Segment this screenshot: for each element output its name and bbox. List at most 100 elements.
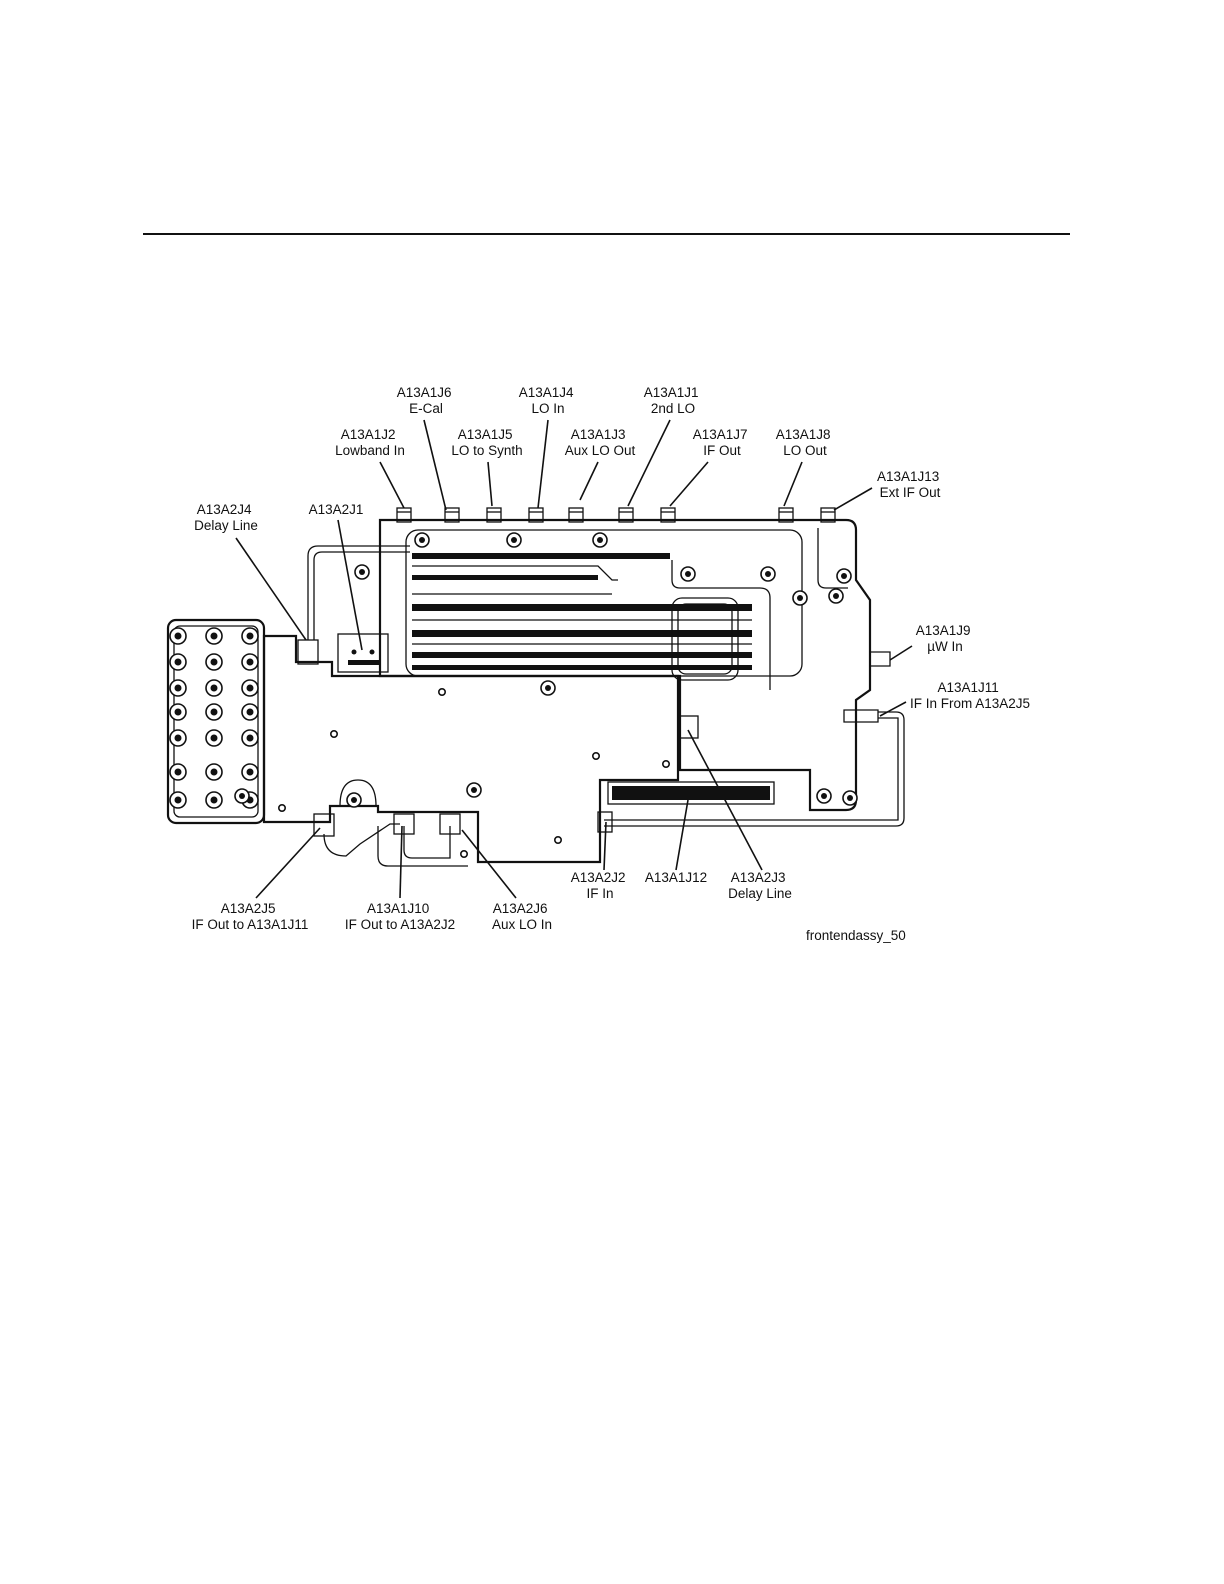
leader-a13a2j6 (461, 829, 517, 899)
left-block-connector-center (210, 708, 218, 716)
left-block-connector-center (246, 658, 254, 666)
delay-line-cable (307, 545, 410, 640)
leader-a13a1j1 (627, 419, 671, 507)
mounting-screw-center (685, 571, 691, 577)
top-sma-connector (486, 507, 502, 523)
mounting-screw-center (239, 793, 245, 799)
leader-a13a2j5 (255, 827, 321, 899)
a13a2j5-connector (313, 813, 335, 837)
top-sma-connector (618, 507, 634, 523)
mounting-screw-center (821, 793, 827, 799)
mounting-screw-center (359, 569, 365, 575)
top-sma-connector (568, 507, 584, 523)
top-connectors (396, 507, 836, 523)
lower-cable-2 (377, 826, 468, 867)
a13a1j11-connector (843, 709, 879, 723)
label-a13a2j4: A13A2J4 Delay Line (194, 502, 258, 533)
label-a13a1j13: A13A1J13 Ext IF Out (877, 469, 943, 500)
leader-a13a1j2 (379, 461, 405, 509)
leader-a13a1j5 (487, 461, 493, 507)
leader-a13a1j4 (537, 419, 549, 509)
mounting-screw-center (841, 573, 847, 579)
label-a13a1j5: A13A1J5 LO to Synth (451, 427, 522, 458)
left-block-connector-center (174, 658, 182, 666)
lower-plate-outline (262, 634, 680, 864)
mounting-screw-center (847, 795, 853, 801)
mounting-screw-center (511, 537, 517, 543)
label-a13a1j12: A13A1J12 (645, 870, 707, 885)
label-a13a1j2: A13A1J2 Lowband In (335, 427, 405, 458)
housing-right-wall (817, 528, 848, 589)
plate-hole (277, 803, 286, 812)
leader-a13a2j4 (235, 537, 307, 641)
left-block-connector-center (210, 632, 218, 640)
leader-a13a1j3 (579, 461, 599, 501)
label-a13a1j10: A13A1J10 IF Out to A13A2J2 (345, 901, 455, 932)
right-cable-loop (604, 711, 905, 827)
left-block-connector-center (246, 768, 254, 776)
label-a13a1j6: A13A1J6 E-Cal (397, 385, 456, 416)
label-a13a2j5: A13A2J5 IF Out to A13A1J11 (192, 901, 309, 932)
mounting-screw-center (797, 595, 803, 601)
delay-line-cable-2 (313, 551, 410, 640)
mounting-screw-center (351, 797, 357, 803)
plate-hole (329, 729, 338, 738)
left-block-connector-center (174, 796, 182, 804)
left-block-connector-center (210, 768, 218, 776)
label-a13a1j9: A13A1J9 µW In (916, 623, 975, 654)
top-sma-connector (820, 507, 836, 523)
a13a1j10-connector (393, 813, 415, 835)
a13a1j9-connector (869, 651, 891, 667)
a13a2j1-connector-body (337, 633, 389, 673)
mounting-screw-center (833, 593, 839, 599)
left-block-connector-center (174, 708, 182, 716)
leader-a13a1j13 (833, 487, 873, 511)
lower-plate-cutout (339, 779, 377, 807)
lower-cable-3 (403, 826, 451, 859)
a13a1j12-connector (607, 781, 775, 805)
label-a13a1j11: A13A1J11 IF In From A13A2J5 (910, 680, 1030, 711)
leader-a13a2j1 (337, 519, 363, 651)
header-rule (143, 233, 1070, 235)
a13a2j3-connector (679, 715, 699, 739)
lower-cable-1 (323, 823, 400, 857)
label-a13a2j6: A13A2J6 Aux LO In (492, 901, 552, 932)
left-block-connector-center (210, 796, 218, 804)
left-block-connector-center (210, 658, 218, 666)
top-sma-connector (528, 507, 544, 523)
left-block-connector-center (246, 734, 254, 742)
label-a13a2j1: A13A2J1 (309, 502, 364, 517)
right-cable-loop-2 (604, 717, 899, 821)
mounting-screw-center (471, 787, 477, 793)
leader-a13a2j2 (603, 821, 607, 871)
left-block-connector-center (210, 684, 218, 692)
label-a13a2j3: A13A2J3 Delay Line (728, 870, 792, 901)
left-block-connector-center (174, 632, 182, 640)
label-a13a1j1: A13A1J1 2nd LO (644, 385, 703, 416)
left-block-connector-center (210, 734, 218, 742)
plate-hole (553, 835, 562, 844)
a13a2j4-connector (297, 639, 319, 665)
mounting-screw-center (765, 571, 771, 577)
plate-hole (661, 759, 670, 768)
left-block-connector-center (174, 734, 182, 742)
a13a2j6-connector (439, 813, 461, 835)
top-sma-connector (778, 507, 794, 523)
top-sma-connector (660, 507, 676, 523)
label-a13a1j3: A13A1J3 Aux LO Out (565, 427, 636, 458)
left-block-connector-center (246, 632, 254, 640)
mounting-screw-center (597, 537, 603, 543)
leader-a13a1j12 (675, 799, 689, 871)
label-a13a1j8: A13A1J8 LO Out (776, 427, 835, 458)
label-a13a1j4: A13A1J4 LO In (519, 385, 578, 416)
leader-a13a1j8 (783, 461, 803, 507)
left-block-connector-center (246, 708, 254, 716)
leader-a13a2j3 (687, 729, 763, 871)
left-block-connectors (169, 627, 259, 809)
assembly-drawing (166, 507, 905, 867)
left-block-connector-center (174, 768, 182, 776)
leader-a13a1j11 (879, 701, 907, 717)
mounting-screw-center (419, 537, 425, 543)
leader-a13a1j10 (399, 825, 403, 899)
